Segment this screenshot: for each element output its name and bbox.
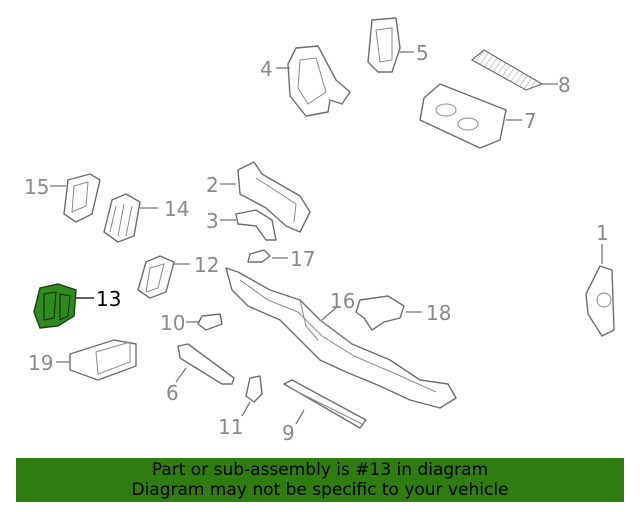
callout-7: 7 xyxy=(524,109,537,133)
callout-18: 18 xyxy=(426,301,451,325)
part-2-console-panel[interactable] xyxy=(220,161,311,233)
callout-14: 14 xyxy=(164,197,189,221)
callout-17: 17 xyxy=(290,247,315,271)
part-6-trim[interactable] xyxy=(175,343,235,385)
part-7-vent-panel[interactable] xyxy=(419,83,522,149)
banner-line-1: Part or sub-assembly is #13 in diagram xyxy=(151,460,489,480)
part-18-bracket[interactable] xyxy=(355,295,422,331)
part-1-side-cover[interactable] xyxy=(585,244,615,337)
part-10-clip[interactable] xyxy=(186,313,223,331)
callout-9: 9 xyxy=(282,421,295,445)
callout-13: 13 xyxy=(96,287,121,311)
part-12-vent[interactable] xyxy=(137,255,190,299)
callout-15: 15 xyxy=(24,175,49,199)
callout-1: 1 xyxy=(596,221,609,245)
callout-16: 16 xyxy=(330,289,355,313)
callout-4: 4 xyxy=(260,57,273,81)
callout-10: 10 xyxy=(160,311,185,335)
part-5-bracket[interactable] xyxy=(367,17,414,73)
part-3-cover[interactable] xyxy=(220,209,277,241)
part-19-storage-bin[interactable] xyxy=(56,339,137,381)
callout-19: 19 xyxy=(28,351,53,375)
callout-12: 12 xyxy=(194,253,219,277)
callout-5: 5 xyxy=(416,41,429,65)
part-4-display-screen[interactable] xyxy=(276,45,351,117)
part-15-vent[interactable] xyxy=(50,173,101,223)
part-9-sill-strip[interactable] xyxy=(283,379,367,429)
part-13-vent-highlighted[interactable] xyxy=(33,283,94,329)
callout-8: 8 xyxy=(558,73,571,97)
callout-6: 6 xyxy=(166,381,179,405)
callout-2: 2 xyxy=(206,173,219,197)
part-11-clip[interactable] xyxy=(241,375,263,417)
part-14-vent[interactable] xyxy=(103,193,158,243)
banner-line-2: Diagram may not be specific to your vehi… xyxy=(131,480,509,500)
info-banner: Part or sub-assembly is #13 in diagram D… xyxy=(16,458,624,502)
callout-3: 3 xyxy=(206,209,219,233)
part-17-clip[interactable] xyxy=(247,249,288,263)
callout-11: 11 xyxy=(218,415,243,439)
part-16-dash-carrier[interactable] xyxy=(225,267,457,409)
part-8-trim-strip[interactable] xyxy=(470,49,558,91)
